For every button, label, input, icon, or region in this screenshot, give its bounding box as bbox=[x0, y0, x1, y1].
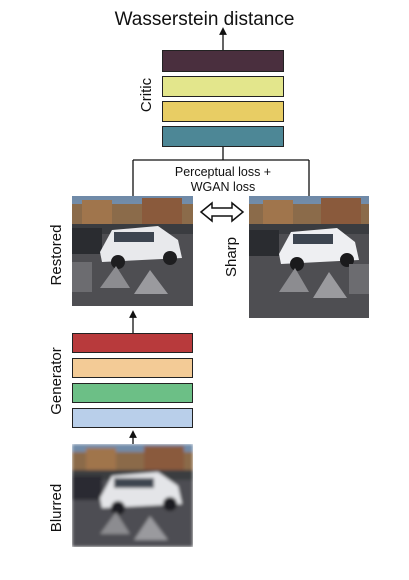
generator-layer-2 bbox=[72, 358, 193, 378]
compare-double-arrow bbox=[199, 201, 245, 223]
critic-layer-1 bbox=[162, 50, 284, 72]
loss-label: Perceptual loss + WGAN loss bbox=[160, 165, 286, 195]
generator-layer-3 bbox=[72, 383, 193, 403]
generator-layer-4 bbox=[72, 408, 193, 428]
loss-label-line-1: Perceptual loss + bbox=[174, 165, 272, 179]
restored-image bbox=[72, 196, 193, 306]
sharp-image bbox=[249, 196, 369, 318]
critic-layer-3 bbox=[162, 101, 284, 122]
generator-layer-1 bbox=[72, 333, 193, 353]
loss-label-line-2: WGAN loss bbox=[190, 180, 256, 194]
critic-layer-4 bbox=[162, 126, 284, 147]
critic-layer-2 bbox=[162, 76, 284, 97]
diagram-title: Wasserstein distance bbox=[114, 9, 295, 30]
blurred-image bbox=[72, 444, 193, 547]
